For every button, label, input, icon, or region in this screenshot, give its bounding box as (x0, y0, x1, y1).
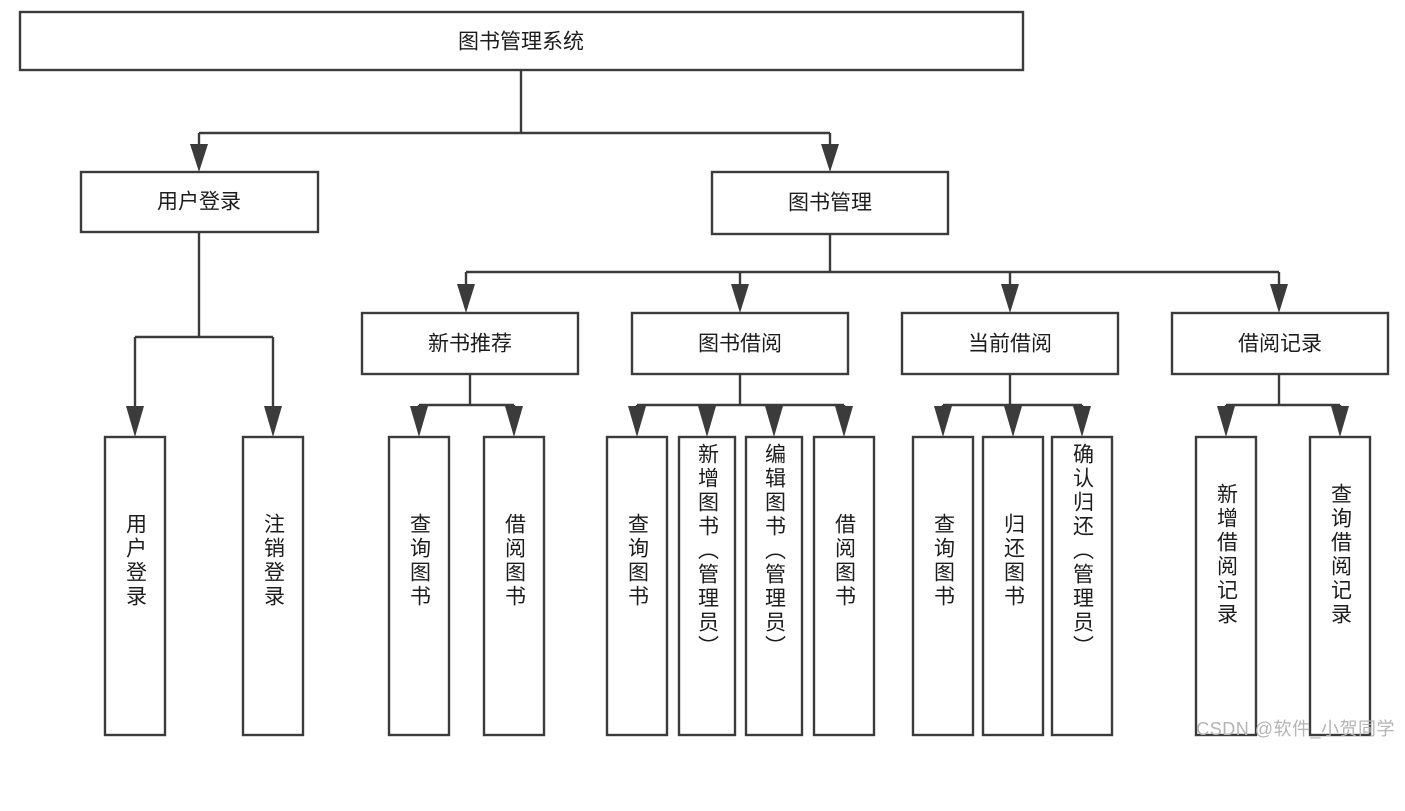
node-book-mgmt-box[interactable] (710, 170, 950, 236)
connector-group-new-book (410, 374, 523, 437)
leaf-box-book-borrow-1[interactable] (677, 435, 737, 737)
arrow-head-leaf-book-borrow-0 (628, 406, 646, 437)
leaf-box-user-login-1[interactable] (241, 435, 305, 737)
arrow-head-leaf-book-borrow-1 (698, 406, 716, 437)
leaf-box-new-book-0[interactable] (387, 435, 451, 737)
leaf-box-current-borrow-0[interactable] (911, 435, 975, 737)
node-book-borrow-label: 图书借阅 (698, 333, 782, 356)
leaf-box-current-borrow-1[interactable] (981, 435, 1045, 737)
arrow-head-current-borrow (1001, 284, 1019, 313)
leaf-box-book-borrow-2[interactable] (744, 435, 804, 737)
arrow-head-leaf-new-book-0 (410, 406, 428, 437)
node-root-box[interactable] (18, 10, 1025, 72)
arrow-head-leaf-borrow-record-0 (1217, 406, 1235, 437)
node-user-login-box[interactable] (79, 170, 320, 234)
node-user-login-label: 用户登录 (157, 191, 241, 214)
node-borrow-record-label: 借阅记录 (1238, 333, 1322, 356)
diagram-canvas: 图书管理系统 用户登录 图书管理 新书推荐 图书借阅 当前借阅 借阅记录 (18, 10, 1390, 737)
arrow-head-leaf-current-borrow-1 (1004, 406, 1022, 437)
connector-group-user-login (126, 232, 282, 437)
connector-group-current-borrow (934, 374, 1091, 437)
connector-group-book-mgmt (457, 234, 1288, 313)
arrow-head-book-borrow (731, 284, 749, 313)
arrow-head-borrow-record (1270, 284, 1288, 313)
leaf-box-borrow-record-1[interactable] (1308, 435, 1372, 737)
arrow-head-book-mgmt (821, 144, 839, 172)
arrow-head-leaf-borrow-record-1 (1331, 406, 1349, 437)
node-new-book-box[interactable] (360, 311, 580, 376)
arrow-head-leaf-new-book-1 (505, 406, 523, 437)
node-book-mgmt-label: 图书管理 (788, 192, 872, 215)
arrow-head-leaf-book-borrow-3 (835, 406, 853, 437)
node-borrow-record-box[interactable] (1170, 311, 1390, 376)
leaf-box-current-borrow-2[interactable] (1050, 435, 1114, 737)
arrow-head-leaf-user-login-0 (126, 406, 144, 437)
leaf-box-book-borrow-3[interactable] (812, 435, 876, 737)
arrow-head-leaf-current-borrow-2 (1073, 406, 1091, 437)
node-book-borrow-box[interactable] (630, 311, 850, 376)
arrow-head-new-book (457, 284, 475, 313)
flowchart-diagram: 图书管理系统 用户登录 图书管理 新书推荐 图书借阅 当前借阅 借阅记录 用户登… (18, 10, 1395, 739)
node-current-borrow-box[interactable] (900, 311, 1120, 376)
leaf-box-new-book-1[interactable] (482, 435, 546, 737)
arrow-head-leaf-book-borrow-2 (765, 406, 783, 437)
leaf-box-user-login-0[interactable] (103, 435, 167, 737)
node-current-borrow-label: 当前借阅 (968, 333, 1052, 356)
arrow-head-leaf-user-login-1 (264, 406, 282, 437)
connector-group-book-borrow (628, 374, 853, 437)
arrow-head-leaf-current-borrow-0 (934, 406, 952, 437)
watermark-text: CSDN @软件_小贺同学 (1196, 719, 1395, 739)
node-new-book-label: 新书推荐 (428, 333, 512, 356)
connector-group-borrow-record (1217, 374, 1349, 437)
node-root-label: 图书管理系统 (458, 31, 584, 54)
leaf-box-borrow-record-0[interactable] (1194, 435, 1258, 737)
connector-group-root (190, 70, 839, 172)
leaf-box-book-borrow-0[interactable] (605, 435, 669, 737)
arrow-head-user-login (190, 144, 208, 172)
